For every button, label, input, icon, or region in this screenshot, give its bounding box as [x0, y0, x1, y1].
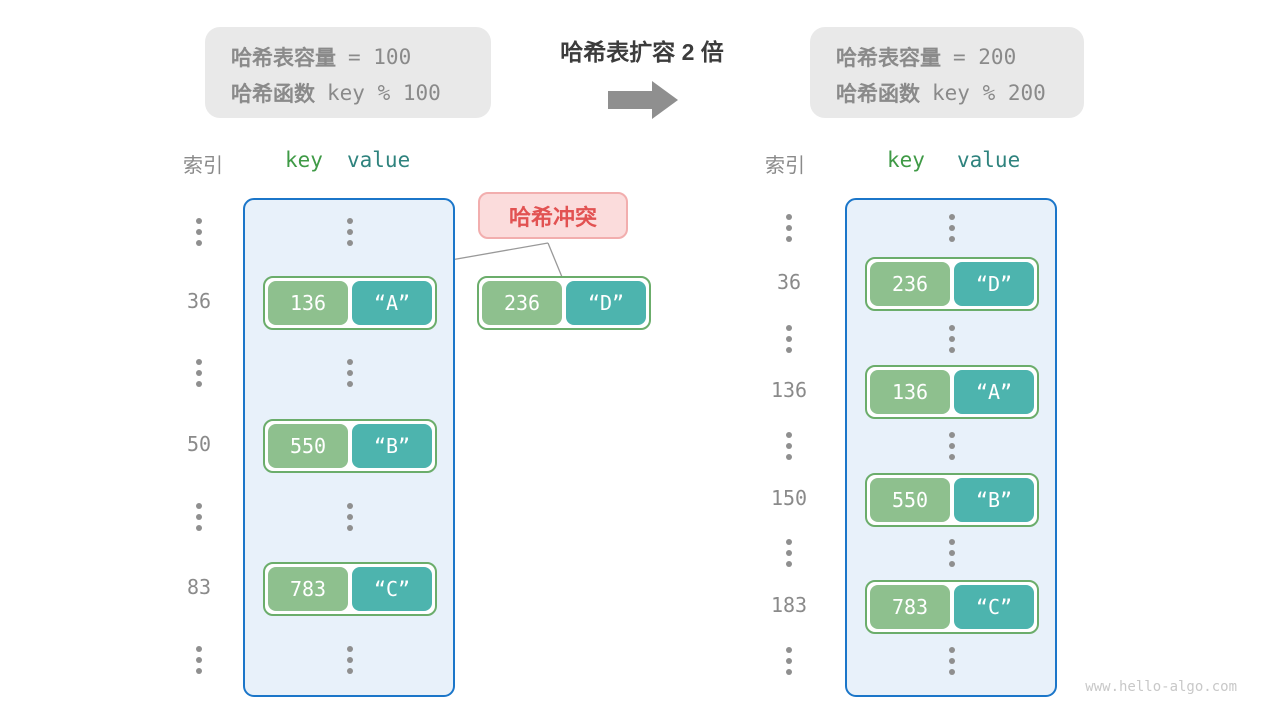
capacity-label: 哈希表容量	[836, 47, 941, 70]
vertical-ellipsis-icon	[786, 325, 792, 353]
kv-node: 550 “B”	[263, 419, 437, 473]
key-text: 550	[891, 488, 929, 512]
vertical-ellipsis-icon	[786, 432, 792, 460]
value-text: “B”	[975, 488, 1013, 512]
vertical-ellipsis-icon	[347, 359, 353, 387]
kv-node: 136 “A”	[865, 365, 1039, 419]
hash-function-value: key % 100	[327, 81, 441, 105]
left-index-header: 索引	[183, 155, 223, 177]
value-box: “B”	[954, 478, 1034, 522]
capacity-value: = 200	[953, 45, 1017, 69]
value-box: “C”	[352, 567, 432, 611]
key-box: 236	[482, 281, 562, 325]
index-label: 150	[770, 486, 808, 510]
key-box: 783	[268, 567, 348, 611]
vertical-ellipsis-icon	[786, 539, 792, 567]
vertical-ellipsis-icon	[786, 214, 792, 242]
index-label: 183	[770, 593, 808, 617]
key-box: 136	[870, 370, 950, 414]
kv-node: 550 “B”	[865, 473, 1039, 527]
hash-function-line: 哈希函数 key % 100	[231, 75, 491, 111]
index-label: 36	[186, 289, 212, 313]
capacity-label: 哈希表容量	[231, 47, 336, 70]
kv-node: 236 “D”	[865, 257, 1039, 311]
right-index-header: 索引	[765, 155, 805, 177]
key-box: 783	[870, 585, 950, 629]
value-text: “B”	[373, 434, 411, 458]
arrow-shaft	[608, 91, 652, 109]
vertical-ellipsis-icon	[949, 647, 955, 675]
hash-function-line: 哈希函数 key % 200	[836, 75, 1084, 111]
index-label: 50	[186, 432, 212, 456]
index-label: 136	[770, 378, 808, 402]
value-box: “A”	[352, 281, 432, 325]
hash-function-label: 哈希函数	[836, 83, 920, 106]
value-box: “A”	[954, 370, 1034, 414]
value-text: “D”	[975, 272, 1013, 296]
vertical-ellipsis-icon	[196, 218, 202, 246]
vertical-ellipsis-icon	[347, 646, 353, 674]
key-text: 783	[891, 595, 929, 619]
key-box: 550	[268, 424, 348, 468]
value-box: “B”	[352, 424, 432, 468]
hash-function-value: key % 200	[932, 81, 1046, 105]
key-text: 136	[289, 291, 327, 315]
value-text: “D”	[587, 291, 625, 315]
diagram-title: 哈希表扩容 2 倍	[560, 39, 724, 65]
kv-node: 136 “A”	[263, 276, 437, 330]
kv-node: 783 “C”	[263, 562, 437, 616]
capacity-line: 哈希表容量 = 200	[836, 39, 1084, 75]
value-box: “C”	[954, 585, 1034, 629]
vertical-ellipsis-icon	[196, 359, 202, 387]
value-text: “A”	[975, 380, 1013, 404]
index-label: 83	[186, 575, 212, 599]
key-box: 236	[870, 262, 950, 306]
vertical-ellipsis-icon	[196, 503, 202, 531]
key-box: 550	[870, 478, 950, 522]
right-key-header: key	[887, 148, 925, 172]
right-value-header: value	[957, 148, 1021, 172]
kv-node: 783 “C”	[865, 580, 1039, 634]
capacity-line: 哈希表容量 = 100	[231, 39, 491, 75]
key-text: 136	[891, 380, 929, 404]
vertical-ellipsis-icon	[786, 647, 792, 675]
vertical-ellipsis-icon	[347, 503, 353, 531]
value-text: “C”	[373, 577, 411, 601]
vertical-ellipsis-icon	[347, 218, 353, 246]
value-box: “D”	[566, 281, 646, 325]
kv-node-collision: 236 “D”	[477, 276, 651, 330]
key-text: 783	[289, 577, 327, 601]
left-value-header: value	[347, 148, 411, 172]
capacity-box-after: 哈希表容量 = 200 哈希函数 key % 200	[810, 27, 1084, 118]
arrow-head	[652, 81, 678, 119]
right-arrow-icon	[608, 81, 678, 119]
left-key-header: key	[285, 148, 323, 172]
hash-function-label: 哈希函数	[231, 83, 315, 106]
value-text: “A”	[373, 291, 411, 315]
vertical-ellipsis-icon	[949, 214, 955, 242]
vertical-ellipsis-icon	[949, 539, 955, 567]
value-box: “D”	[954, 262, 1034, 306]
key-box: 136	[268, 281, 348, 325]
vertical-ellipsis-icon	[949, 432, 955, 460]
key-text: 236	[891, 272, 929, 296]
capacity-value: = 100	[348, 45, 412, 69]
hash-collision-label: 哈希冲突	[478, 192, 628, 239]
index-label: 36	[776, 270, 802, 294]
watermark: www.hello-algo.com	[1085, 679, 1237, 695]
capacity-box-before: 哈希表容量 = 100 哈希函数 key % 100	[205, 27, 491, 118]
key-text: 236	[503, 291, 541, 315]
vertical-ellipsis-icon	[196, 646, 202, 674]
value-text: “C”	[975, 595, 1013, 619]
key-text: 550	[289, 434, 327, 458]
vertical-ellipsis-icon	[949, 325, 955, 353]
